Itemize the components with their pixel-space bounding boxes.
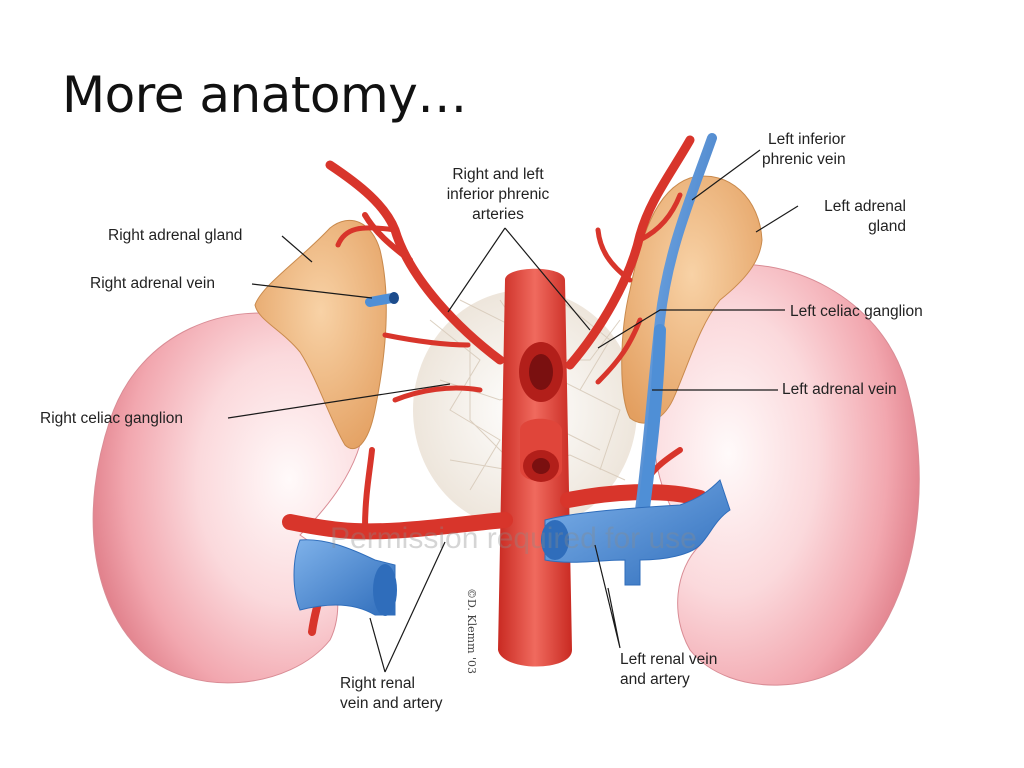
label-left-celiac-ganglion: Left celiac ganglion: [790, 303, 923, 320]
label-right-adrenal-gland: Right adrenal gland: [108, 227, 242, 244]
leader-right-renal: [369, 541, 446, 673]
label-left-renal-line2: and artery: [620, 671, 690, 688]
label-left-renal-line1: Left renal vein: [620, 651, 717, 668]
leader-left-renal: [594, 544, 621, 649]
watermark: Permission required for use: [330, 522, 697, 555]
right-adrenal-gland: [254, 219, 387, 450]
label-left-adrenal-gland-line2: gland: [868, 218, 906, 235]
right-renal-artery: [282, 512, 513, 540]
label-left-inferior-phrenic-vein-line1: Left inferior: [768, 131, 846, 148]
slide-title: More anatomy…: [62, 66, 467, 124]
leader-left-adrenal-gland: [755, 205, 799, 233]
label-left-inferior-phrenic-vein-line2: phrenic vein: [762, 151, 846, 168]
leader-left-celiac-ganglion: [597, 309, 785, 349]
label-phrenic-arteries-line1: Right and left: [452, 166, 544, 183]
label-right-celiac-ganglion: Right celiac ganglion: [40, 410, 183, 427]
right-renal-vein: [293, 539, 396, 616]
leader-right-adrenal-gland: [281, 235, 313, 263]
label-phrenic-arteries-line3: arteries: [472, 206, 524, 223]
label-phrenic-arteries-line2: inferior phrenic: [447, 186, 550, 203]
leader-phrenic-arteries: [447, 227, 591, 331]
label-left-adrenal-vein: Left adrenal vein: [782, 381, 897, 398]
leader-right-adrenal-vein: [251, 283, 373, 299]
leader-right-celiac-ganglion: [227, 383, 451, 419]
label-right-renal-line2: vein and artery: [340, 695, 443, 712]
left-renal-artery: [560, 484, 708, 508]
label-right-adrenal-vein: Right adrenal vein: [90, 275, 215, 292]
label-right-renal-line1: Right renal: [340, 675, 415, 692]
artist-signature: ©D. Klemm '03: [465, 588, 478, 674]
right-inferior-phrenic-artery: [325, 160, 505, 365]
left-inferior-phrenic-artery: [565, 135, 695, 370]
label-left-adrenal-gland-line1: Left adrenal: [824, 198, 906, 215]
right-adrenal-vein: [365, 293, 397, 307]
left-renal-vein: [544, 479, 731, 586]
leader-left-inferior-phrenic-vein: [691, 149, 761, 201]
